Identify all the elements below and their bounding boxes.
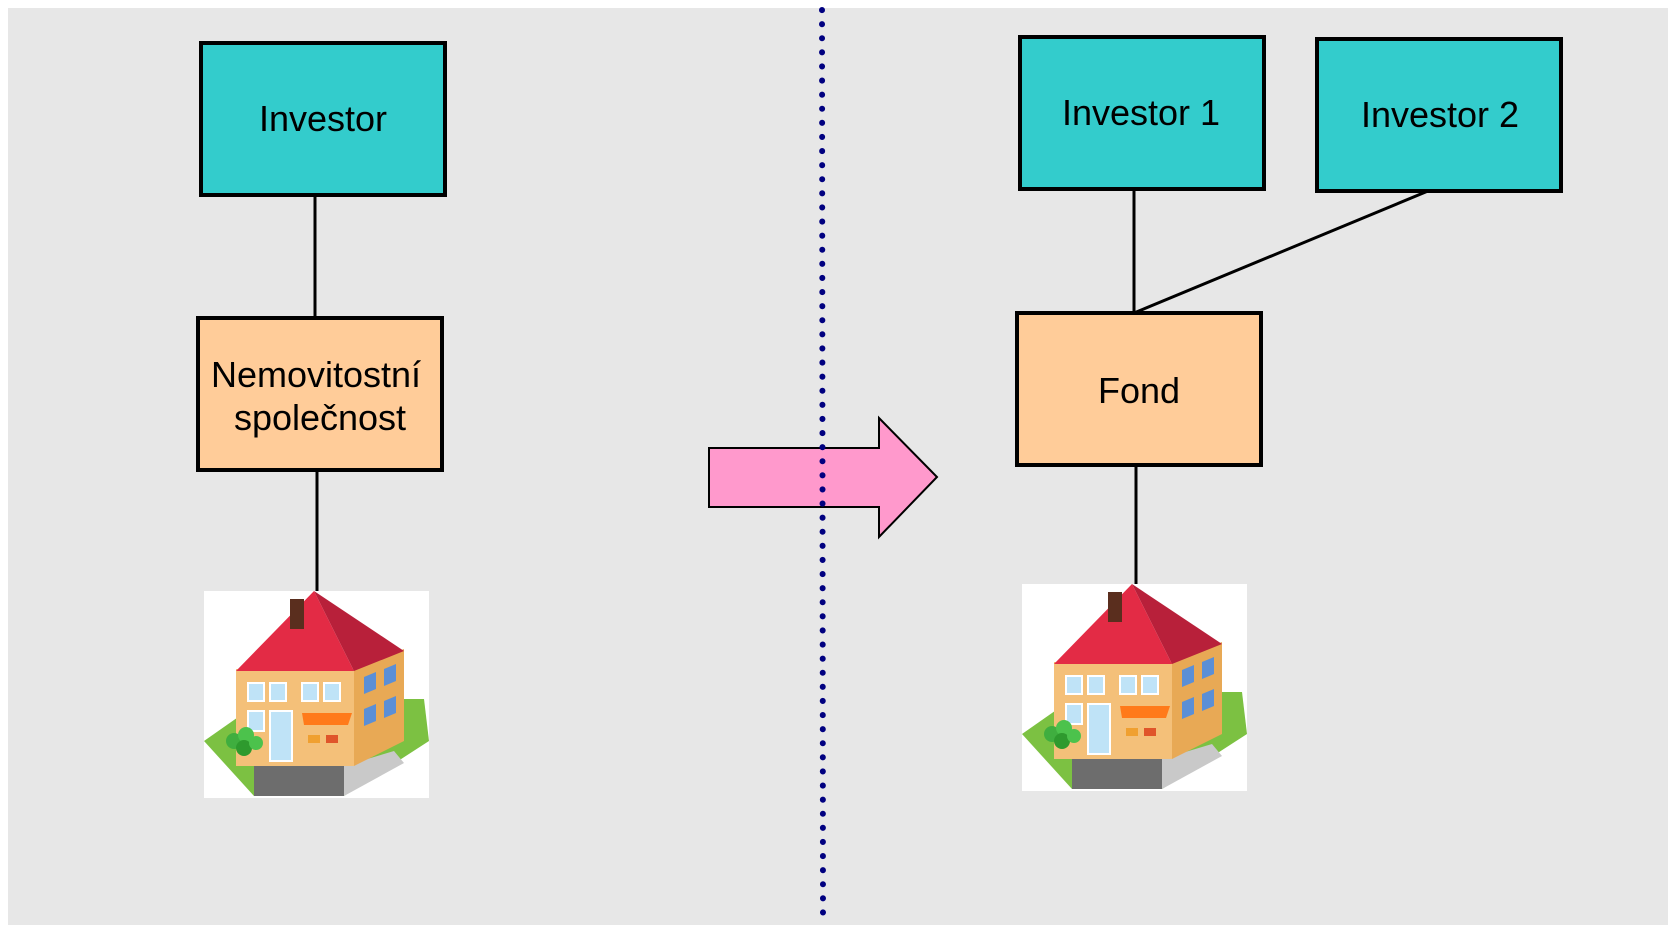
- investor2-box: Investor 2: [1315, 37, 1563, 193]
- company-label-line1: Nemovitostní: [211, 354, 421, 395]
- fund-box: Fond: [1015, 311, 1263, 467]
- real-estate-company-box: Nemovitostní společnost: [196, 316, 444, 472]
- investor2-label: Investor 2: [1361, 94, 1519, 135]
- connector-investor2-fund: [1133, 189, 1429, 315]
- investor-label: Investor: [259, 98, 387, 139]
- investor1-label: Investor 1: [1062, 92, 1220, 133]
- house-icon: [1021, 583, 1248, 792]
- house-icon: [203, 590, 430, 799]
- divider-dotted-line: [819, 7, 826, 928]
- investor1-box: Investor 1: [1018, 35, 1266, 191]
- investor-box: Investor: [199, 41, 447, 197]
- company-label-line2: společnost: [234, 397, 406, 438]
- fund-label: Fond: [1098, 370, 1180, 411]
